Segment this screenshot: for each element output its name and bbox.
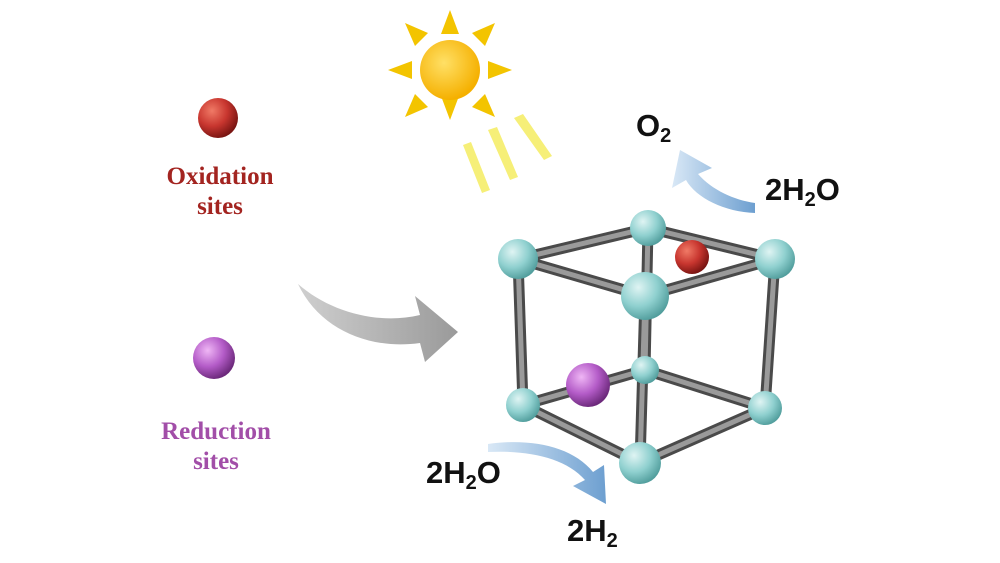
cube-reduction-sphere <box>566 363 610 407</box>
cube-node <box>619 442 661 484</box>
oxidation-arrow <box>672 150 755 213</box>
h2-label: 2H2 <box>567 513 618 552</box>
cube-nodes <box>498 210 795 484</box>
o2-label: O2 <box>636 108 672 147</box>
water-top-tail: O <box>815 172 840 207</box>
reduction-label-line2: sites <box>193 448 239 475</box>
sun-rays <box>388 10 512 120</box>
cube-frame <box>512 222 781 469</box>
cube-node <box>498 239 538 279</box>
h2-subscript: 2 <box>606 530 618 552</box>
water-bottom-coef: 2H <box>426 455 466 490</box>
cube-node <box>621 272 669 320</box>
cube-node <box>755 239 795 279</box>
reduction-arrow <box>488 442 606 504</box>
water-top-coef: 2H <box>765 172 805 207</box>
cube-node <box>631 356 659 384</box>
water-top-subscript: 2 <box>804 189 816 211</box>
gray-curved-arrow <box>298 284 458 362</box>
h2-base: 2H <box>567 513 607 548</box>
sun-icon <box>388 10 512 120</box>
oxidation-sites-label: Oxidation sites <box>100 162 340 222</box>
water-bottom-label: 2H2O <box>426 455 501 494</box>
cube-oxidation-sphere <box>675 240 709 274</box>
water-top-label: 2H2O <box>765 172 840 211</box>
sun-disc <box>420 40 480 100</box>
reduction-site-sphere <box>193 337 235 379</box>
cube-node <box>506 388 540 422</box>
oxidation-label-line2: sites <box>197 193 243 220</box>
cube-node <box>748 391 782 425</box>
reduction-label-line1: Reduction <box>161 418 271 445</box>
oxidation-label-line1: Oxidation <box>166 163 274 190</box>
water-bottom-tail: O <box>476 455 501 490</box>
oxidation-site-sphere <box>198 98 238 138</box>
cube-node <box>630 210 666 246</box>
water-bottom-subscript: 2 <box>465 472 477 494</box>
o2-base: O <box>636 108 661 143</box>
reduction-sites-label: Reduction sites <box>96 417 336 477</box>
o2-subscript: 2 <box>660 125 672 147</box>
light-beams <box>463 114 552 193</box>
